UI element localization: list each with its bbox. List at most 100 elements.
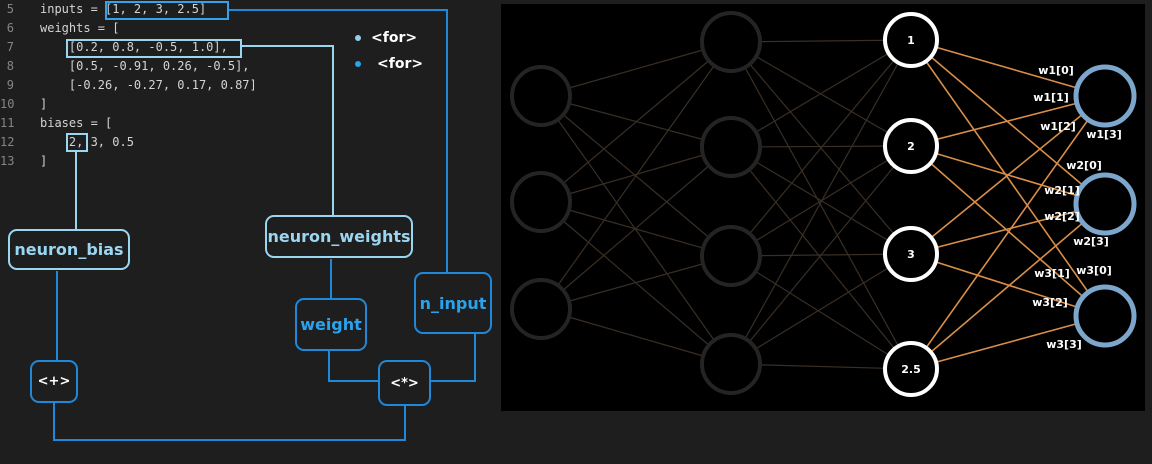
hidden-neuron: [700, 116, 762, 178]
weight-label: w1[2]: [1040, 120, 1076, 133]
input-neuron-label: 3: [907, 248, 915, 261]
bullet-icon: [355, 35, 361, 41]
weight-edge: [910, 39, 1106, 205]
line-number: 10: [0, 97, 15, 111]
weight-labels: w1[0] w1[1] w1[2] w1[3] w2[0] w2[1] w2[2] w2[3]…: [1032, 64, 1122, 351]
line-number: 12: [0, 135, 15, 149]
faint-edge: [730, 255, 912, 370]
line-number: 7: [6, 40, 14, 54]
code-line: [-0.26, -0.27, 0.17, 0.87]: [40, 78, 257, 92]
hidden-neuron: [510, 278, 572, 340]
bullet-icon: [355, 61, 361, 67]
code-line: [0.5, -0.91, 0.26, -0.5],: [40, 59, 250, 73]
input-neuron: [883, 341, 939, 397]
faint-edge: [730, 41, 912, 370]
faint-edge: [540, 41, 732, 203]
weight-label: w2[2]: [1044, 210, 1080, 223]
loop-bullet: <for>: [355, 56, 423, 72]
add-op-node: <+>: [30, 360, 78, 403]
hidden-neuron: [510, 171, 572, 233]
weight-label: w3[0]: [1076, 264, 1112, 277]
code-line: 2, 3, 0.5: [40, 135, 134, 149]
weight-edges: [910, 39, 1106, 370]
weight-label: w1[0]: [1038, 64, 1074, 77]
weight-edge: [910, 95, 1106, 255]
weight-label: w2[3]: [1073, 235, 1109, 248]
output-neurons: [1073, 64, 1137, 348]
code-line: ]: [40, 154, 48, 168]
flow-connectors: [53, 9, 476, 441]
weight-edge: [910, 95, 1106, 370]
input-neurons: 1 2 3 2.5: [883, 12, 939, 397]
hidden-neuron: [700, 333, 762, 395]
weight-edge: [910, 203, 1106, 255]
line-number: 5: [6, 2, 14, 16]
input-neuron-label: 2.5: [901, 363, 921, 376]
inputs-connector: [229, 9, 448, 272]
loop-bullet: <for>: [355, 30, 417, 46]
weight-edge: [910, 253, 1106, 317]
weight-label: w3[3]: [1046, 338, 1082, 351]
inputs-highlight: [105, 1, 229, 20]
mul-op-node: <*>: [378, 360, 431, 406]
faint-edge: [540, 146, 732, 310]
input-to-mul: [431, 334, 476, 382]
input-neuron-label: 2: [907, 140, 915, 153]
code-line: biases = [: [40, 116, 113, 130]
code-line: ]: [40, 97, 48, 111]
weight-edge: [910, 39, 1106, 97]
code-line: inputs = [1, 2, 3, 2.5]: [40, 2, 207, 16]
weight-edge: [910, 39, 1106, 317]
faint-edge: [730, 145, 912, 365]
weight-to-mul: [328, 351, 378, 382]
line-number: 8: [6, 59, 14, 73]
weight-label: w1[1]: [1033, 91, 1069, 104]
line-number: 6: [6, 21, 14, 35]
faint-edge: [540, 201, 732, 257]
input-neuron: [883, 118, 939, 174]
faint-edge: [540, 255, 732, 310]
input-neuron: [883, 12, 939, 68]
hidden-neuron: [700, 225, 762, 287]
code-line: [0.2, 0.8, -0.5, 1.0],: [40, 40, 228, 54]
weight-node: weight: [295, 298, 367, 351]
weight-label: w2[0]: [1066, 159, 1102, 172]
line-number: 11: [0, 116, 15, 130]
code-panel: 5 6 7 8 9 10 11 12 13 inputs = [1, 2, 3,…: [0, 0, 500, 464]
output-neuron: [1073, 172, 1137, 236]
input-neuron: [883, 226, 939, 282]
faint-nodes: [510, 11, 762, 395]
weight-edge: [910, 203, 1106, 370]
faint-edge: [730, 39, 912, 148]
weight-label: w2[1]: [1044, 184, 1080, 197]
neural-network-diagram: 1 2 3 2.5 w1[0] w1[1] w1[2] w1[3] w2[0] w2[1] w2[…: [501, 4, 1145, 411]
hidden-neuron: [700, 11, 762, 73]
output-neuron: [1073, 64, 1137, 128]
weight-label: w1[3]: [1086, 128, 1122, 141]
faint-edge: [730, 146, 912, 370]
faint-edge: [730, 39, 912, 365]
faint-edge: [540, 41, 732, 97]
weight-edge: [910, 145, 1106, 317]
faint-edge: [540, 95, 732, 365]
bias-highlight: [66, 133, 88, 152]
code-line: weights = [: [40, 21, 120, 35]
neuron-weights-node: neuron_weights: [265, 215, 413, 258]
weight-edge: [910, 95, 1106, 147]
weight-label: w3[2]: [1032, 296, 1068, 309]
faint-edges: [540, 39, 912, 370]
hidden-neuron: [510, 65, 572, 127]
mul-to-add: [53, 403, 406, 441]
weight-label: w3[1]: [1034, 267, 1070, 280]
faint-edge: [730, 253, 912, 365]
neuron-bias-node: neuron_bias: [8, 229, 130, 270]
n-input-node: n_input: [414, 272, 492, 334]
output-neuron: [1073, 284, 1137, 348]
weights-connector: [242, 45, 334, 216]
faint-edge: [540, 41, 732, 310]
faint-edge: [540, 308, 732, 365]
line-number: 9: [6, 78, 14, 92]
faint-edge: [730, 39, 912, 257]
input-neuron-label: 1: [907, 34, 915, 47]
weights-row-highlight: [66, 39, 242, 58]
